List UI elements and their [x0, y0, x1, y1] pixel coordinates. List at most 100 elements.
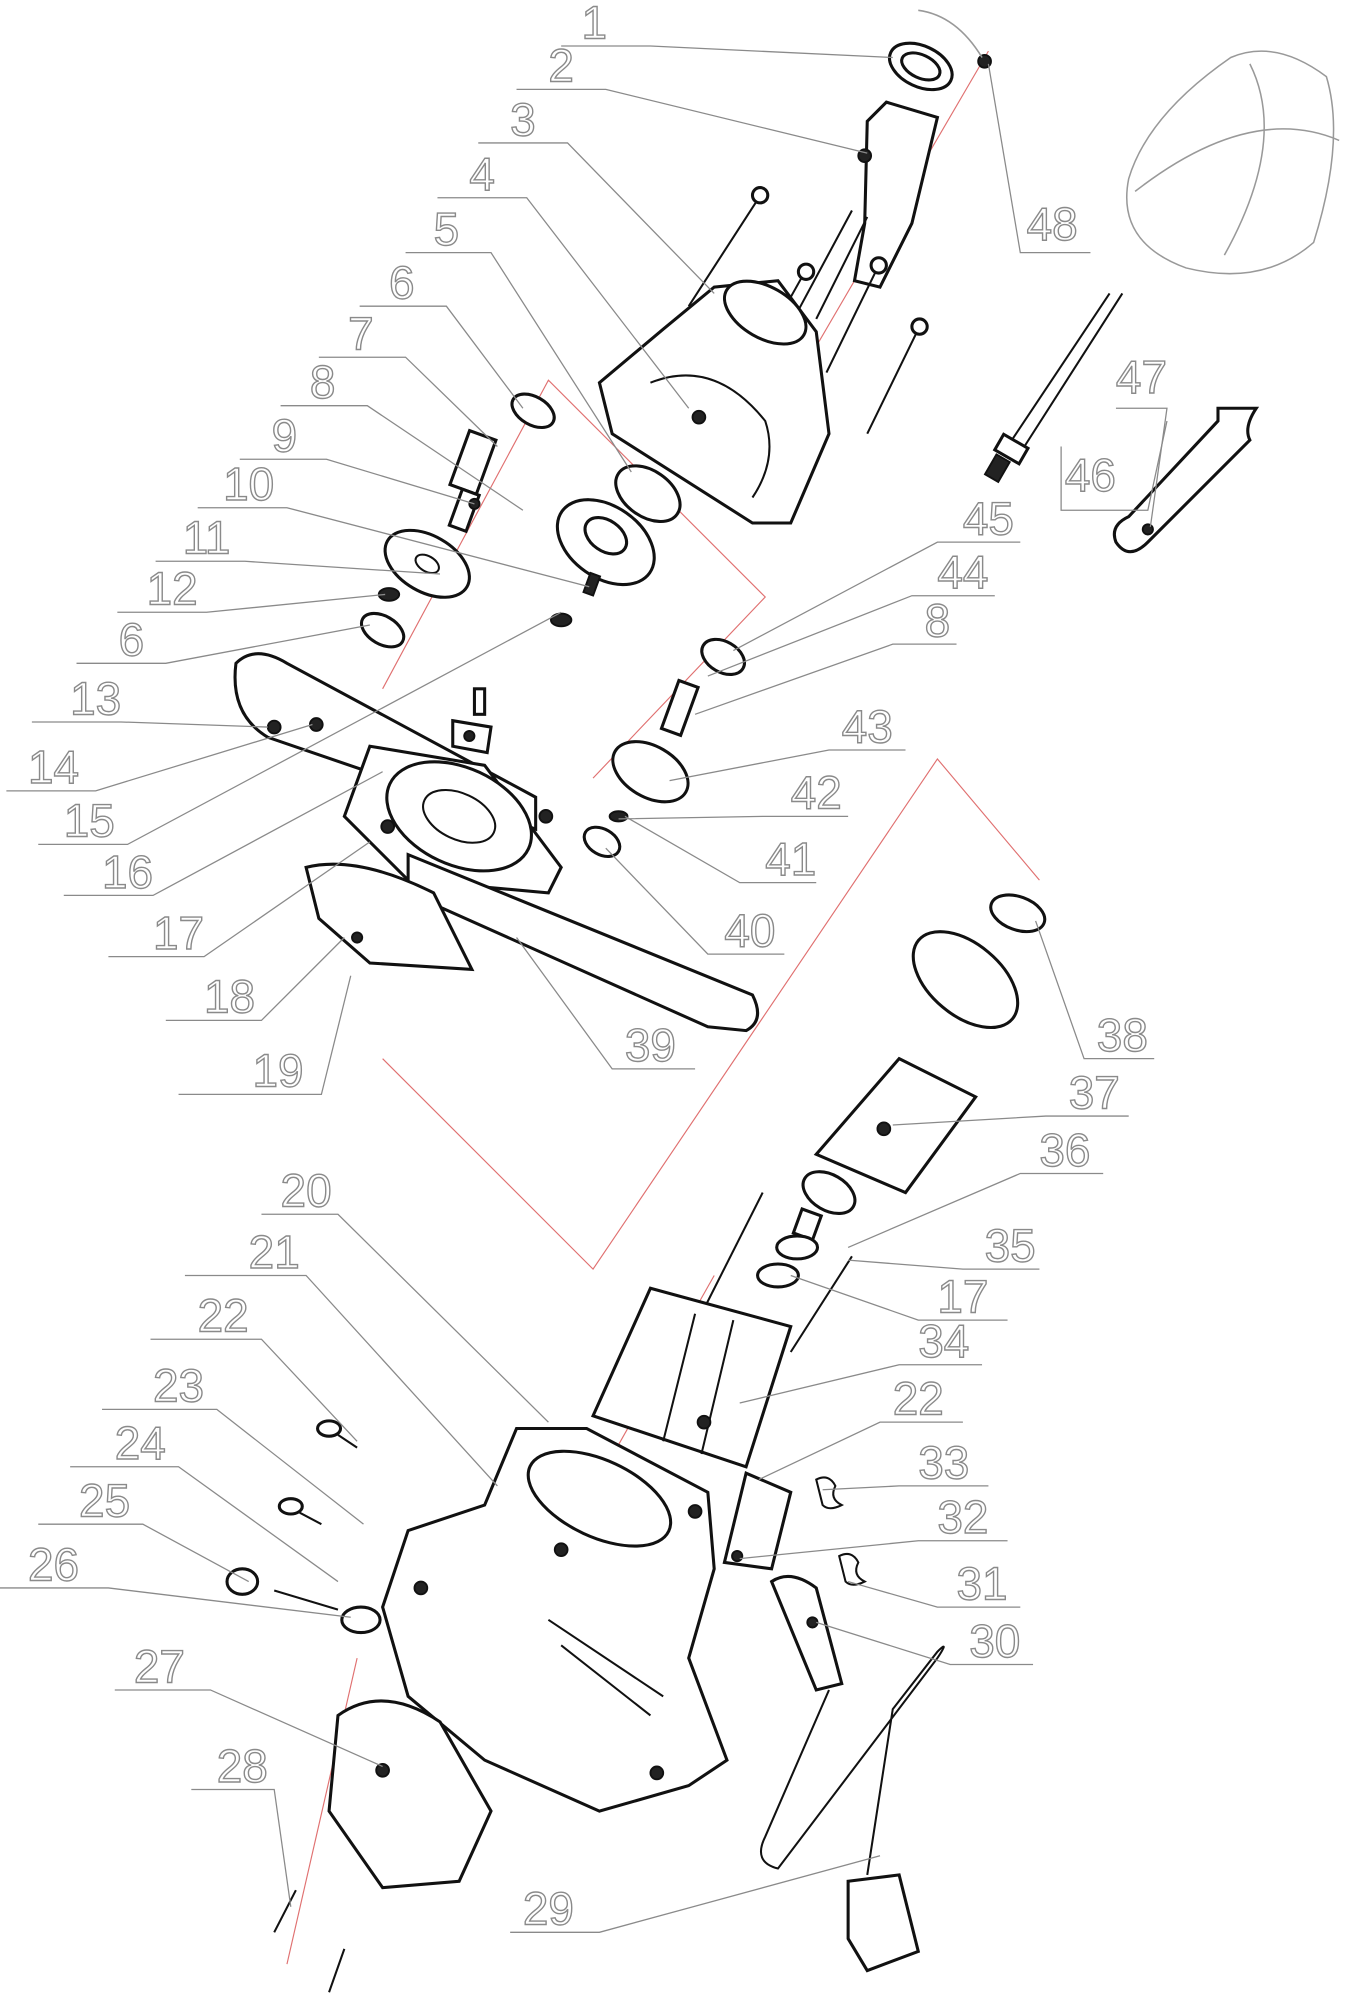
callout-7: 7 — [318, 307, 498, 447]
part-rear-cover — [273, 1699, 493, 1993]
callout-26: 26 — [0, 1538, 351, 1618]
callout-34: 34 — [739, 1314, 983, 1404]
callout-38: 38 — [1035, 920, 1155, 1062]
part-motor-housing — [381, 1426, 729, 1813]
svg-text:11: 11 — [183, 512, 231, 564]
callout-45: 45 — [733, 492, 1021, 652]
callout-13: 13 — [31, 672, 268, 728]
callout-41: 41 — [624, 815, 817, 886]
svg-text:20: 20 — [281, 1165, 332, 1217]
callout-8-right: 8 — [694, 594, 957, 715]
callout-3: 3 — [478, 93, 715, 294]
svg-text:30: 30 — [969, 1615, 1020, 1667]
callout-22-right: 22 — [758, 1372, 963, 1481]
callout-2: 2 — [516, 39, 868, 154]
callout-9: 9 — [239, 409, 475, 505]
callout-25: 25 — [38, 1474, 250, 1583]
callout-17-right: 17 — [790, 1270, 1008, 1323]
svg-text:48: 48 — [1027, 198, 1078, 250]
part-rotor — [791, 893, 1047, 1242]
callout-19: 19 — [178, 975, 352, 1097]
callout-20: 20 — [261, 1164, 549, 1423]
part-small-screws-left — [225, 1419, 382, 1635]
callout-43: 43 — [669, 700, 906, 782]
svg-text:25: 25 — [79, 1475, 130, 1527]
part-switch-plate — [304, 862, 475, 972]
svg-text:1: 1 — [582, 0, 608, 48]
svg-text:22: 22 — [893, 1372, 944, 1424]
part-stator — [590, 1286, 793, 1469]
svg-text:32: 32 — [937, 1491, 988, 1543]
svg-text:19: 19 — [253, 1045, 304, 1097]
callout-1: 1 — [561, 0, 893, 59]
callout-32: 32 — [739, 1490, 1008, 1560]
callout-17-left: 17 — [108, 841, 371, 960]
part-gears-left — [360, 392, 656, 649]
svg-text:47: 47 — [1116, 351, 1167, 403]
callout-5: 5 — [405, 202, 632, 473]
callout-36: 36 — [847, 1123, 1104, 1249]
part-wrench — [1112, 406, 1260, 554]
part-spindle — [796, 100, 940, 320]
svg-text:16: 16 — [102, 846, 153, 898]
svg-text:10: 10 — [223, 458, 274, 510]
callout-18: 18 — [165, 937, 345, 1023]
svg-text:12: 12 — [147, 563, 198, 615]
svg-text:29: 29 — [523, 1883, 574, 1935]
callout-16: 16 — [63, 771, 383, 898]
callout-35: 35 — [848, 1219, 1040, 1272]
callout-33: 33 — [822, 1436, 989, 1491]
svg-text:14: 14 — [28, 741, 79, 793]
svg-text:31: 31 — [957, 1557, 1008, 1609]
callouts: 1 2 3 4 5 6 7 8 9 10 11 12 6 13 14 15 16… — [0, 0, 1168, 1935]
part-switch-and-brushes — [722, 1471, 867, 1586]
svg-text:9: 9 — [272, 410, 298, 462]
svg-text:2: 2 — [548, 40, 574, 92]
svg-text:38: 38 — [1097, 1009, 1148, 1061]
callout-44: 44 — [707, 545, 995, 677]
callout-4: 4 — [437, 147, 690, 409]
callout-28: 28 — [191, 1739, 292, 1907]
callout-40: 40 — [605, 847, 785, 957]
svg-text:44: 44 — [937, 546, 988, 598]
callout-29: 29 — [510, 1855, 881, 1935]
callout-23: 23 — [102, 1359, 364, 1525]
callout-39: 39 — [516, 937, 696, 1072]
svg-text:33: 33 — [918, 1436, 969, 1488]
svg-text:13: 13 — [70, 672, 121, 724]
callout-31: 31 — [847, 1557, 1021, 1610]
part-screws-gear-cover — [687, 186, 929, 435]
svg-text:6: 6 — [389, 257, 415, 309]
callout-42: 42 — [618, 766, 849, 820]
svg-text:5: 5 — [434, 203, 460, 255]
part-handle-and-gearbox — [233, 652, 760, 1033]
svg-text:6: 6 — [119, 614, 145, 666]
callout-48: 48 — [987, 63, 1091, 254]
svg-text:17: 17 — [937, 1270, 988, 1322]
svg-text:42: 42 — [791, 767, 842, 819]
callout-12: 12 — [117, 562, 386, 615]
svg-text:3: 3 — [510, 93, 536, 145]
svg-text:46: 46 — [1065, 449, 1116, 501]
svg-text:39: 39 — [625, 1019, 676, 1071]
callout-10: 10 — [197, 457, 590, 588]
svg-text:45: 45 — [963, 492, 1014, 544]
svg-text:34: 34 — [918, 1315, 969, 1367]
part-mixing-paddle — [918, 9, 1340, 484]
svg-text:41: 41 — [765, 833, 816, 885]
part-bearing-5 — [614, 464, 682, 524]
callout-6-lower: 6 — [76, 613, 370, 666]
svg-text:23: 23 — [153, 1360, 204, 1412]
svg-text:4: 4 — [469, 148, 495, 200]
callout-30: 30 — [816, 1614, 1034, 1668]
part-gears-right — [582, 637, 746, 858]
svg-text:15: 15 — [64, 795, 115, 847]
svg-text:8: 8 — [310, 356, 336, 408]
svg-text:28: 28 — [217, 1740, 268, 1792]
callout-6-upper: 6 — [359, 256, 524, 409]
svg-text:18: 18 — [204, 971, 255, 1023]
svg-text:21: 21 — [249, 1226, 300, 1278]
part-bearing-top — [888, 41, 954, 92]
callout-47: 47 — [1115, 350, 1168, 527]
